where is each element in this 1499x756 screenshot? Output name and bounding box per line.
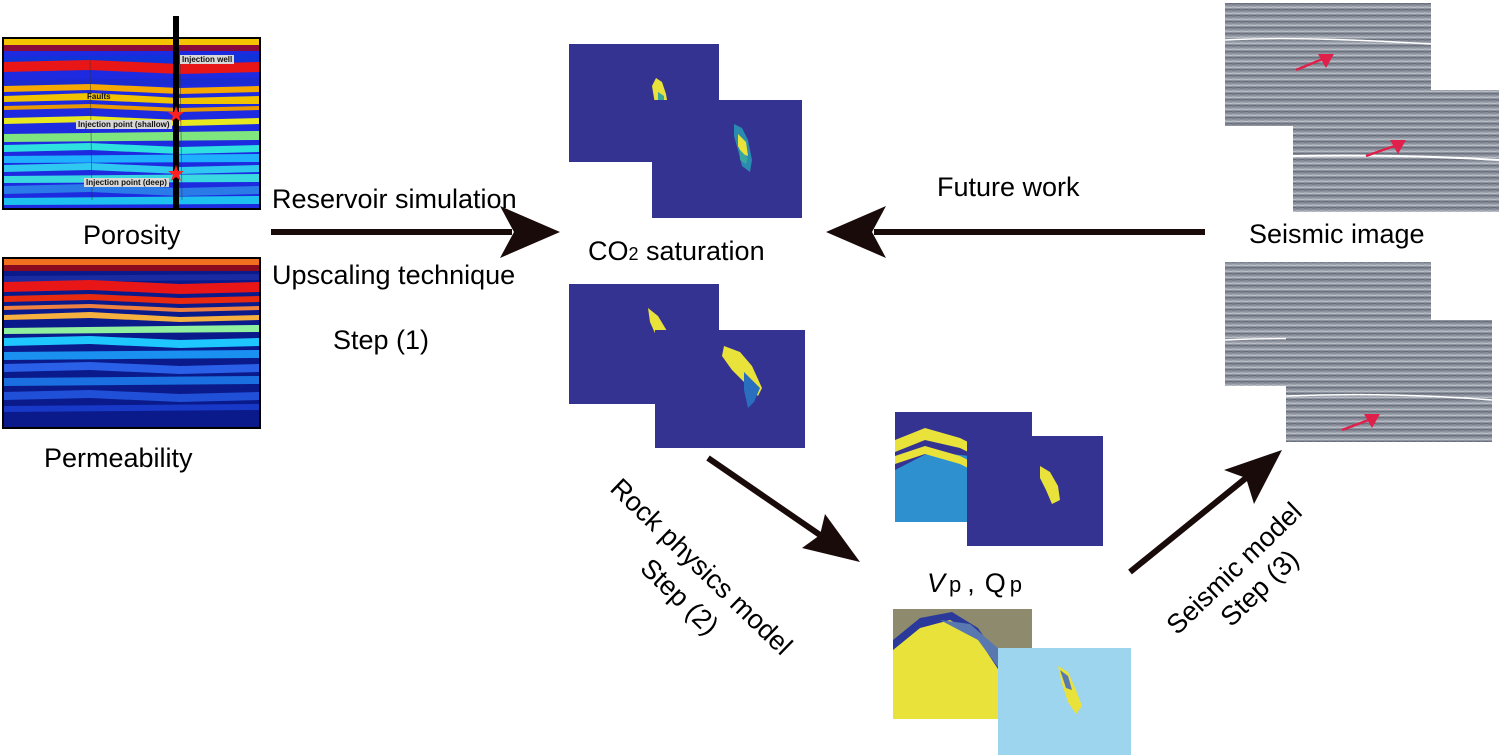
arrow-step3 bbox=[1128, 450, 1282, 575]
permeability-label: Permeability bbox=[44, 443, 193, 473]
arrow-step1 bbox=[271, 206, 560, 258]
permeability-model-image bbox=[2, 257, 261, 429]
reservoir-simulation-label: Reservoir simulation bbox=[272, 184, 517, 214]
qp-p: p bbox=[1009, 572, 1023, 597]
co2-saturation-deep-image bbox=[569, 284, 805, 448]
vp-comma: , bbox=[967, 568, 975, 598]
vp-p: p bbox=[949, 572, 962, 597]
vp-v: V bbox=[927, 568, 946, 598]
porosity-label: Porosity bbox=[83, 220, 181, 250]
qp-model-image bbox=[893, 609, 1131, 755]
injection-well-annotation: Injection well bbox=[180, 55, 235, 64]
seismic-image-observed bbox=[1224, 3, 1499, 212]
seismic-image-label: Seismic image bbox=[1249, 219, 1425, 249]
vp-model-image bbox=[895, 412, 1103, 546]
co2-prefix: CO bbox=[588, 236, 629, 266]
arrow-step2 bbox=[706, 455, 860, 562]
qp-q: Q bbox=[984, 568, 1006, 598]
co2-saturation-shallow-image bbox=[569, 44, 802, 218]
arrow-future-work bbox=[826, 206, 1205, 258]
injection-deep-annotation: Injection point (deep) bbox=[84, 178, 169, 187]
faults-annotation: Faults bbox=[87, 92, 111, 101]
porosity-model-image bbox=[2, 16, 261, 210]
co2-suffix: saturation bbox=[638, 236, 765, 266]
co2-saturation-label: CO2 saturation bbox=[588, 238, 765, 265]
future-work-label: Future work bbox=[937, 172, 1080, 202]
seismic-image-modeled bbox=[1224, 262, 1493, 442]
upscaling-technique-label: Upscaling technique bbox=[272, 260, 516, 290]
injection-shallow-annotation: Injection point (shallow) bbox=[76, 120, 172, 129]
co2-subscript: 2 bbox=[628, 244, 639, 264]
step1-label: Step (1) bbox=[333, 325, 430, 355]
